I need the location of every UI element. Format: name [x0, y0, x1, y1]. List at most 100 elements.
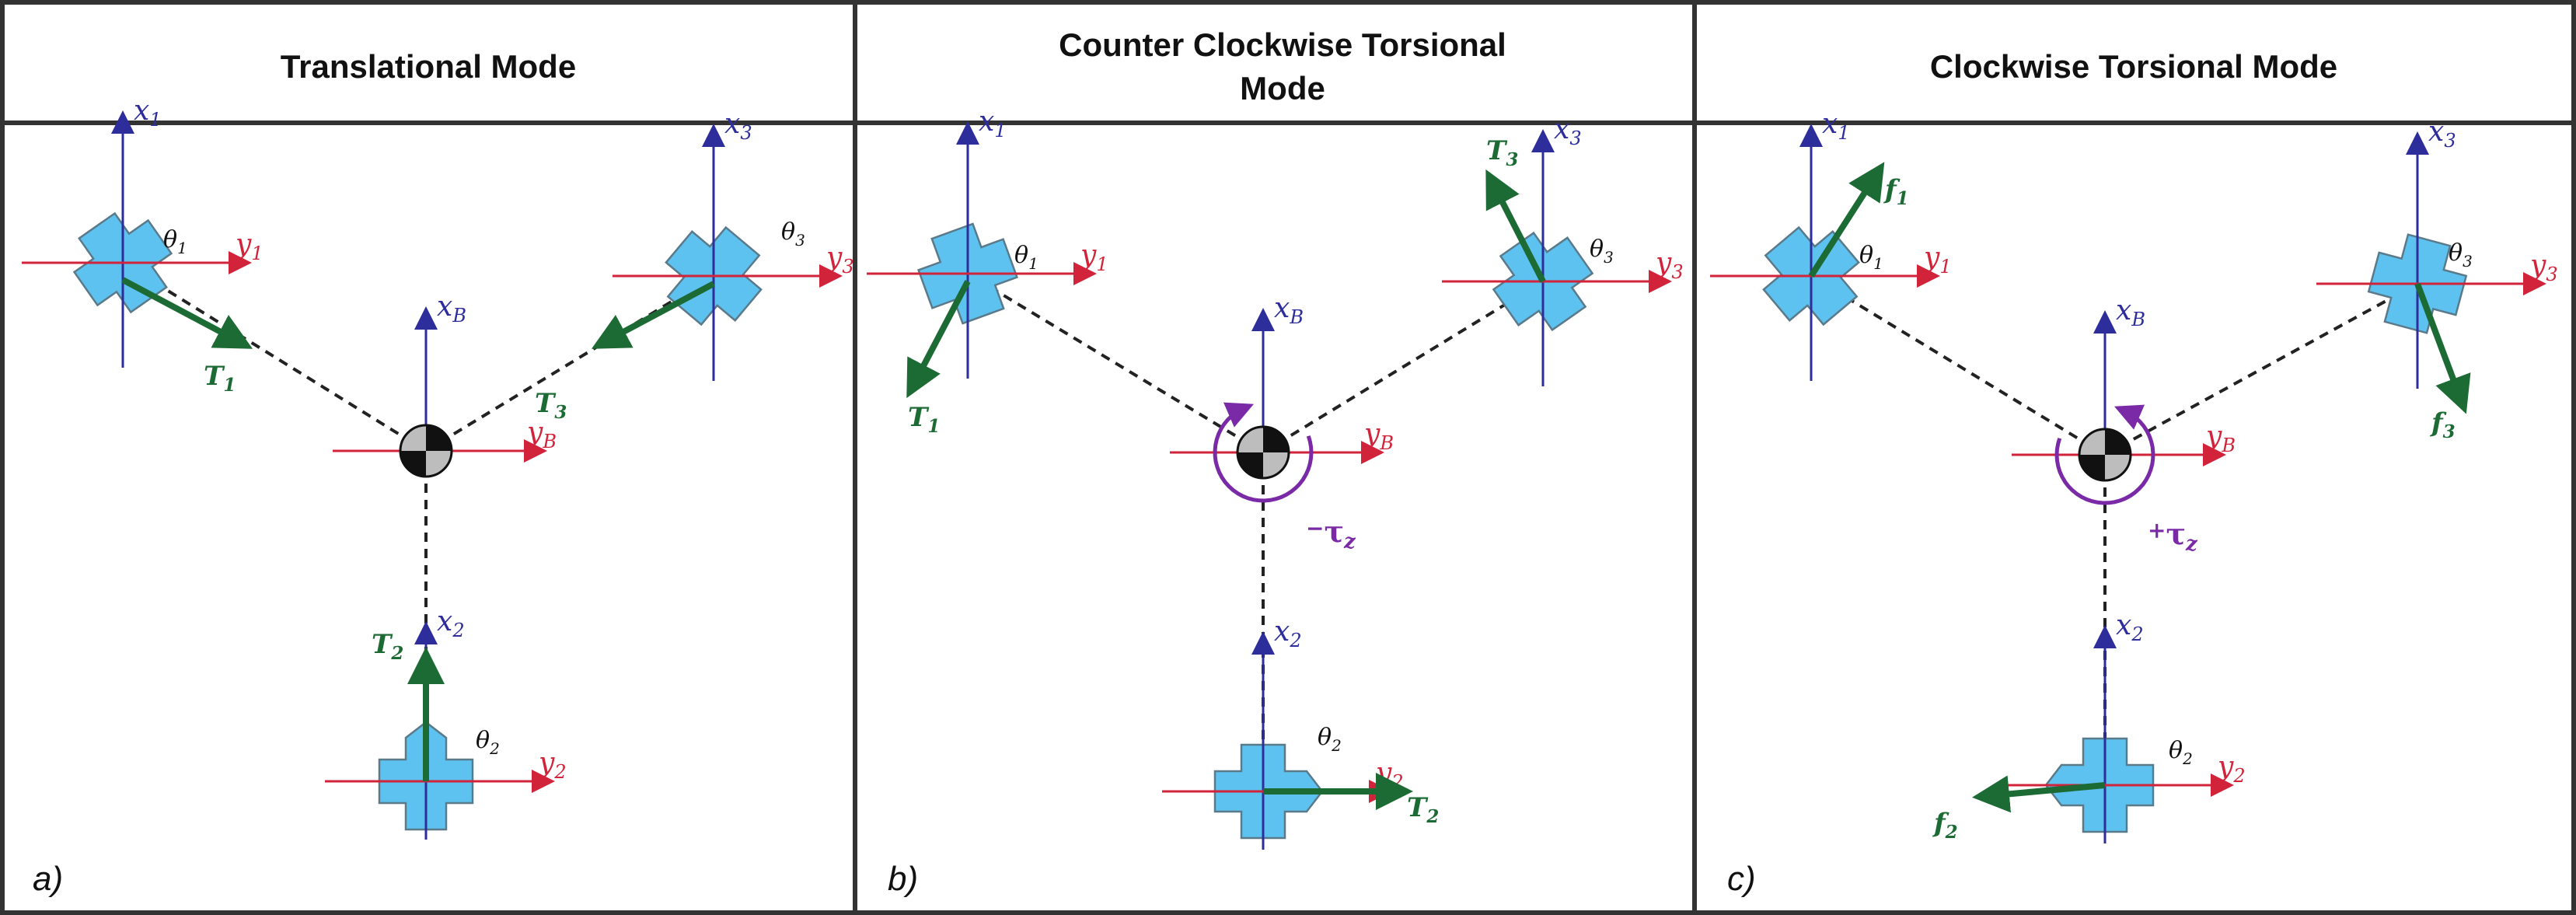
- x-label-b: xB: [1274, 292, 1304, 328]
- link-t3: [2104, 282, 2418, 456]
- y-label-t2-subscript: 2: [553, 761, 566, 783]
- y-label-t3: y3: [825, 242, 854, 278]
- x-label-t2-subscript: 2: [452, 620, 464, 641]
- x-label-b-subscript: B: [2131, 309, 2145, 330]
- x-label-t1-subscript: 1: [149, 109, 161, 131]
- y-label-t2-subscript: 2: [2232, 765, 2245, 787]
- force-label-3: T3: [1486, 135, 1518, 170]
- center-of-mass-icon: [2078, 428, 2132, 482]
- x-label-b: xB: [437, 291, 466, 327]
- theta-label-t1-subscript: 1: [1873, 254, 1883, 273]
- x-label-t2-symbol: x: [1274, 616, 1290, 648]
- theta-label-t3-symbol: θ: [1590, 236, 1604, 263]
- y-label-t2: y2: [2216, 751, 2246, 787]
- theta-label-t2-subscript: 2: [1331, 736, 1342, 755]
- panel-letter: c): [1727, 860, 1756, 898]
- link-t3: [424, 274, 715, 452]
- x-label-b-symbol: x: [2116, 295, 2131, 327]
- theta-label-t2: θ2: [1318, 724, 1342, 755]
- x-label-t1-subscript: 1: [1838, 122, 1849, 144]
- x-label-t3: x3: [1554, 114, 1582, 149]
- x-label-b-symbol: x: [1274, 292, 1290, 324]
- x-label-b-subscript: B: [452, 305, 466, 327]
- force-arrow-3: [591, 281, 715, 349]
- x-label-t2-subscript: 2: [1289, 630, 1301, 651]
- theta-label-t3: θ3: [781, 218, 805, 250]
- torque-symbol: τ: [2166, 516, 2186, 551]
- theta-label-t2-subscript: 2: [2182, 749, 2193, 768]
- y-label-t3-symbol: y: [2529, 250, 2546, 281]
- y-label-b: yB: [525, 417, 557, 452]
- y-label-t2: y2: [537, 747, 567, 783]
- theta-label-t1: θ1: [1859, 242, 1883, 273]
- y-label-b-symbol: y: [525, 417, 543, 449]
- theta-label-t1-subscript: 1: [177, 239, 187, 257]
- x-label-t1-subscript: 1: [994, 120, 1006, 141]
- force-arrow-1: [1808, 162, 1885, 278]
- force-label-3-subscript: 3: [2443, 421, 2456, 442]
- y-label-b-subscript: B: [2221, 435, 2236, 456]
- force-label-3: f3: [2430, 407, 2456, 442]
- y-label-t3: y3: [2529, 250, 2558, 285]
- force-label-3-symbol: f: [2430, 407, 2447, 438]
- force-label-1: f1: [1883, 174, 1909, 209]
- force-label-3-symbol: T: [535, 388, 557, 419]
- link-t3: [1262, 280, 1545, 454]
- force-label-1: T1: [204, 361, 236, 396]
- center-of-mass-icon: [1236, 425, 1290, 480]
- torque-sign: −: [1306, 515, 1324, 541]
- force-arrow-3: [1485, 169, 1546, 283]
- theta-label-t1-subscript: 1: [1028, 254, 1038, 273]
- y-label-t3-symbol: y: [1654, 247, 1672, 279]
- y-label-t1-symbol: y: [1079, 239, 1097, 271]
- y-label-t3-symbol: y: [825, 242, 843, 274]
- y-label-t1: y1: [1079, 239, 1108, 275]
- force-label-2: T2: [1407, 792, 1439, 827]
- theta-label-t2-symbol: θ: [476, 727, 490, 754]
- force-label-2-subscript: 2: [1426, 806, 1439, 827]
- force-label-1-subscript: 1: [927, 416, 940, 437]
- torque-subscript: z: [1343, 530, 1356, 554]
- panel-b-header-line1: Counter Clockwise Torsional: [1059, 26, 1506, 63]
- theta-label-t3-symbol: θ: [2449, 239, 2463, 267]
- y-label-t2-symbol: y: [1374, 757, 1392, 789]
- x-label-t2: x2: [437, 606, 465, 641]
- force-label-1-symbol: f: [1883, 174, 1901, 205]
- panel-b-header-line2: Mode: [1240, 70, 1325, 107]
- y-label-t3: y3: [1654, 247, 1684, 283]
- force-label-1: T1: [908, 402, 940, 437]
- y-label-b: yB: [1363, 418, 1394, 454]
- x-label-t1: x1: [1822, 108, 1850, 144]
- torque-sign: +: [2148, 518, 2166, 543]
- x-label-b-subscript: B: [1289, 306, 1304, 328]
- link-t1: [1810, 274, 2107, 456]
- theta-label-t2-subscript: 2: [489, 739, 500, 758]
- theta-label-t3-subscript: 3: [1604, 248, 1614, 267]
- y-label-t3-subscript: 3: [2546, 264, 2557, 285]
- y-label-b: yB: [2204, 421, 2236, 456]
- y-label-t3-subscript: 3: [1671, 261, 1683, 283]
- panel-c-header: Clockwise Torsional Mode: [1930, 48, 2337, 85]
- y-label-t1-symbol: y: [234, 229, 252, 260]
- link-t1: [121, 261, 428, 452]
- center-of-mass-icon: [399, 424, 453, 478]
- y-label-t1-subscript: 1: [1939, 256, 1951, 278]
- x-label-t2-symbol: x: [437, 606, 452, 637]
- x-label-t1-symbol: x: [134, 95, 149, 127]
- torque-label: −τz: [1306, 514, 1356, 554]
- y-label-t3-subscript: 3: [842, 256, 853, 278]
- x-label-t2-subscript: 2: [2131, 623, 2143, 645]
- force-label-1-symbol: T: [204, 361, 225, 392]
- y-label-b-subscript: B: [542, 431, 557, 452]
- theta-label-t3-subscript: 3: [795, 231, 805, 250]
- force-label-2: T2: [372, 629, 403, 664]
- theta-label-t3-symbol: θ: [781, 218, 795, 246]
- x-label-b-symbol: x: [437, 291, 452, 323]
- y-label-b-subscript: B: [1379, 432, 1394, 454]
- x-label-t3-symbol: x: [724, 108, 740, 140]
- y-label-t1-subscript: 1: [1096, 253, 1108, 275]
- force-label-1-subscript: 1: [223, 375, 236, 396]
- force-label-2-subscript: 2: [1945, 822, 1958, 843]
